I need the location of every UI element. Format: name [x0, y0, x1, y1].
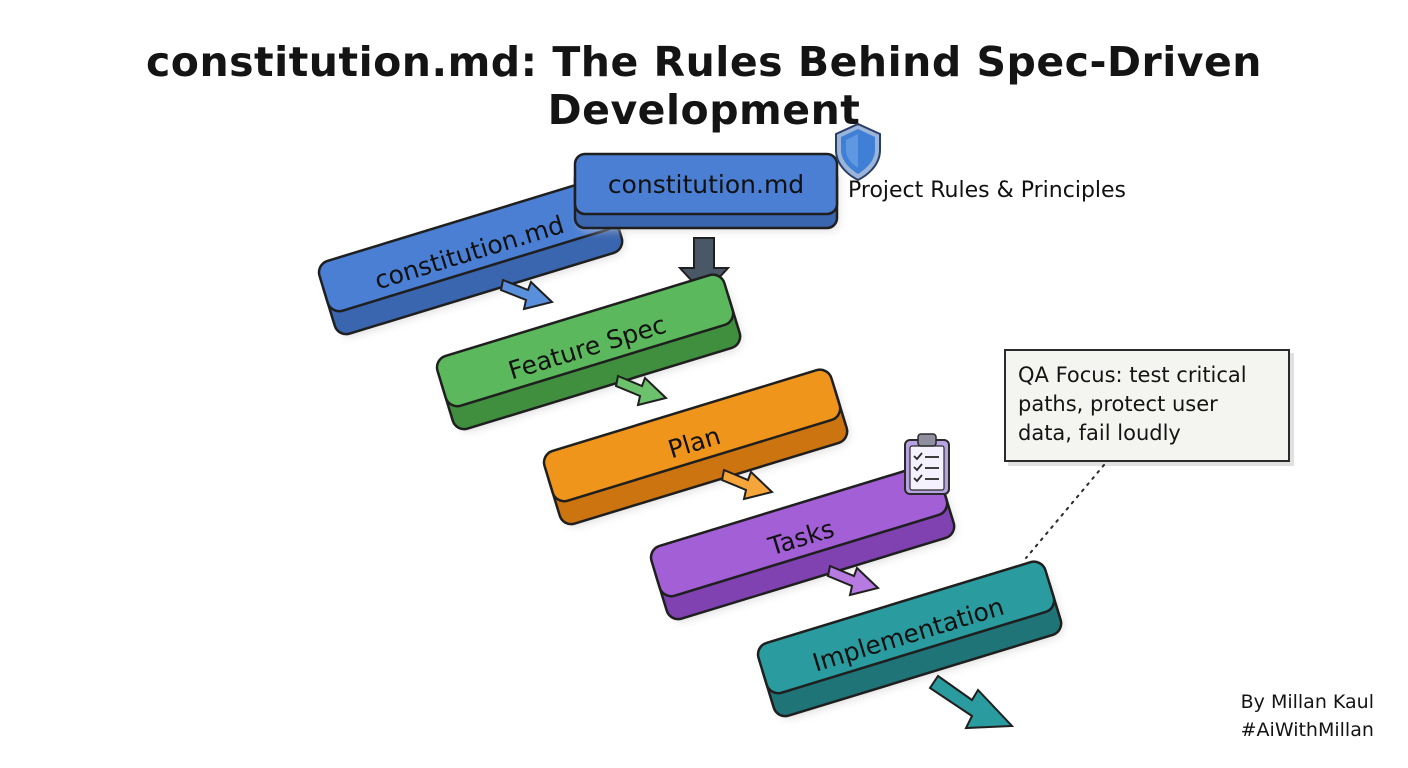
step-implementation: Implementation	[756, 560, 1064, 719]
author-credit: By Millan Kaul #AiWithMillan	[1241, 688, 1374, 744]
flow-arrow	[720, 468, 775, 501]
clipboard-checklist-icon	[904, 433, 950, 495]
qa-connector	[1025, 464, 1105, 559]
shield-icon	[835, 122, 881, 182]
flow-arrow	[499, 278, 555, 311]
flow-arrow	[614, 374, 669, 407]
step-constitution: constitution.md	[317, 178, 625, 337]
flow-arrow-final	[928, 674, 1015, 730]
author-hashtag: #AiWithMillan	[1240, 719, 1374, 741]
top-block-label: constitution.md	[608, 170, 804, 199]
constitution-top-block: constitution.md	[573, 152, 840, 232]
step-plan: Plan	[542, 368, 850, 527]
author-name: By Millan Kaul	[1240, 691, 1374, 713]
diagram-title: constitution.md: The Rules Behind Spec-D…	[145, 38, 1262, 134]
project-rules-caption: Project Rules & Principles	[848, 178, 1127, 203]
step-tasks: Tasks	[649, 463, 957, 622]
qa-focus-note: QA Focus: test critical paths, protect u…	[1004, 349, 1290, 462]
flow-arrow	[826, 564, 881, 597]
